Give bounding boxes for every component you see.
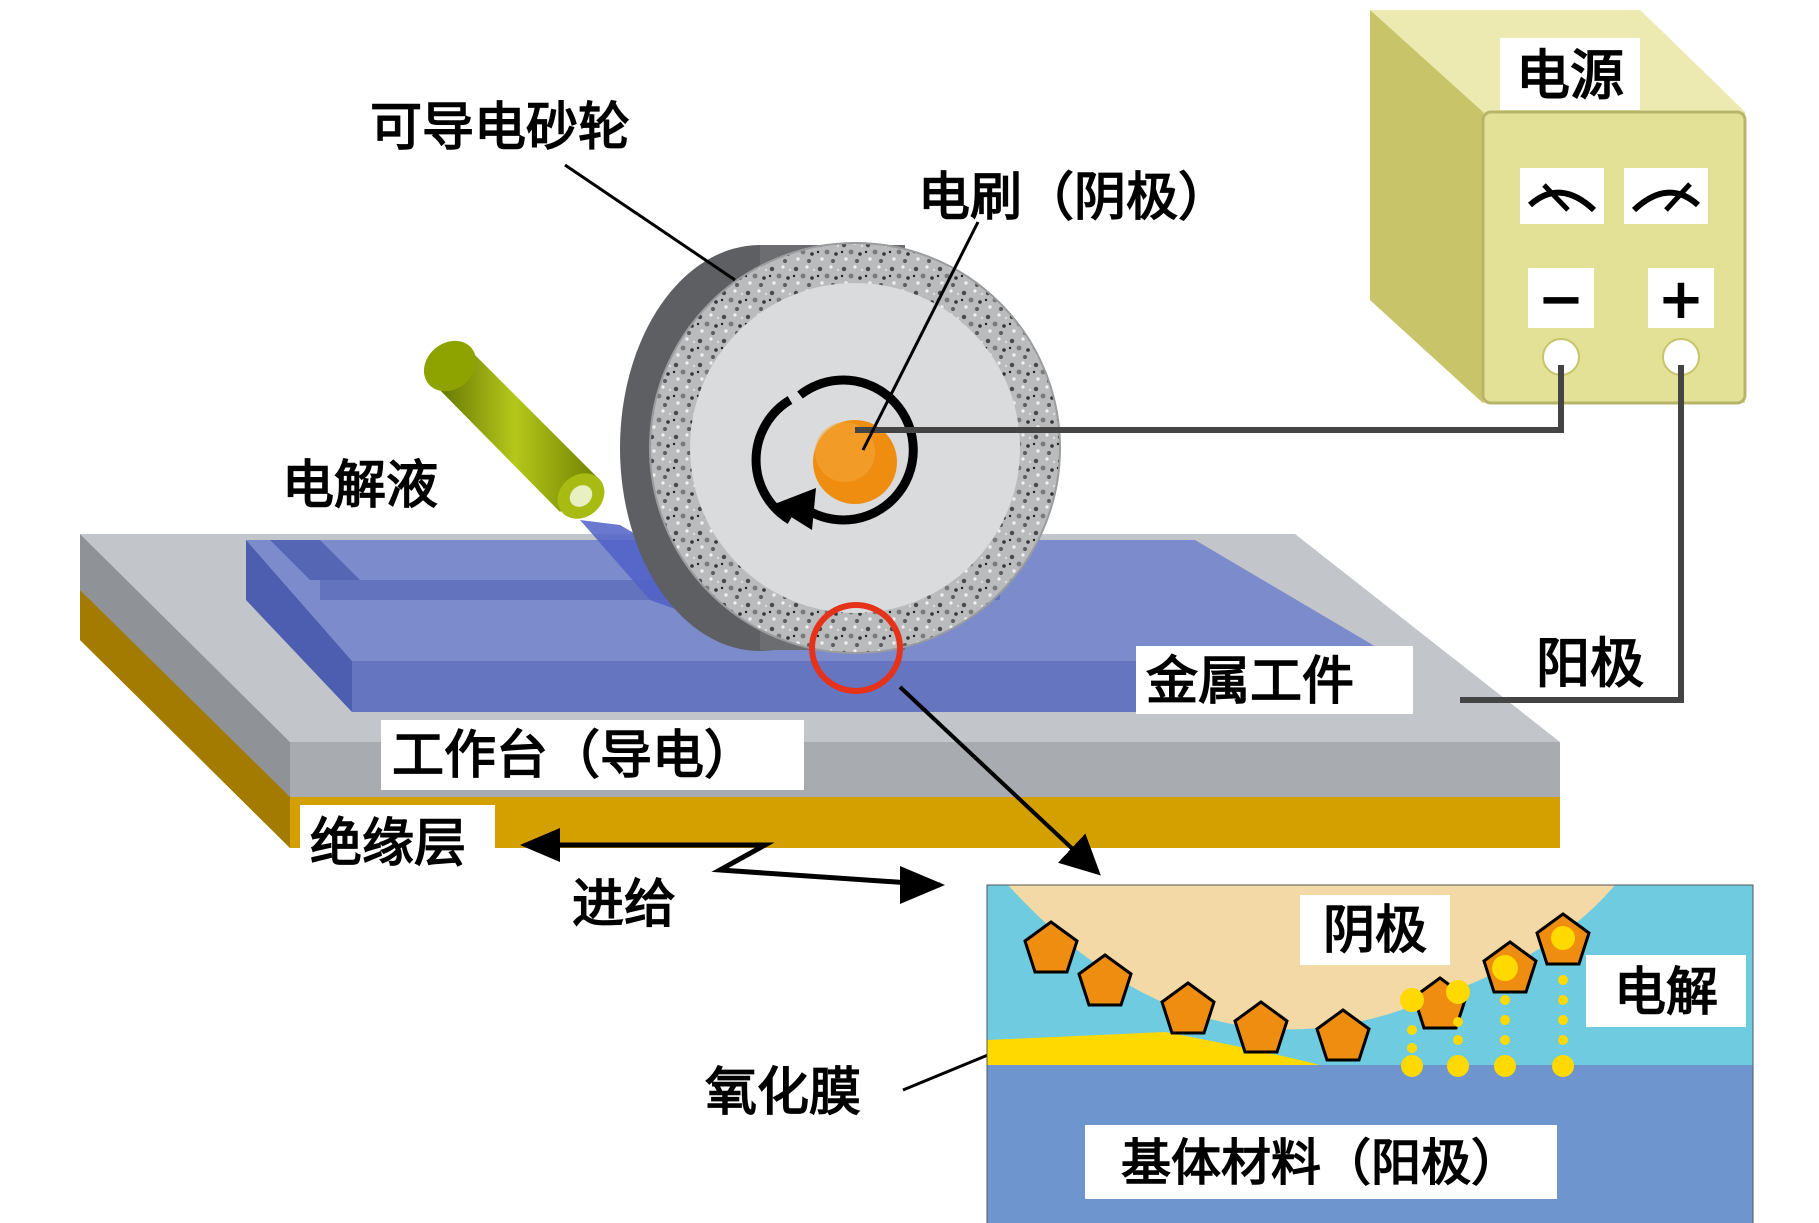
meter-right-icon xyxy=(1624,168,1708,224)
label-grinding-wheel: 可导电砂轮 xyxy=(370,98,630,158)
leader-lines xyxy=(564,163,1101,1092)
label-insulation: 绝缘层 xyxy=(310,814,466,874)
label-electrolyte: 电解液 xyxy=(282,456,438,516)
label-workpiece: 金属工件 xyxy=(1145,652,1354,712)
label-inset-electrolysis: 电解 xyxy=(1614,963,1718,1023)
conductive-grinding-wheel xyxy=(620,242,1061,694)
highlight-ring xyxy=(809,602,903,694)
label-feed: 进给 xyxy=(572,875,676,935)
label-table: 工作台（导电） xyxy=(392,726,756,786)
label-oxide-film: 氧化膜 xyxy=(705,1063,861,1123)
label-plus: + xyxy=(1658,267,1705,332)
label-brush: 电刷（阴极） xyxy=(918,168,1230,228)
wiring xyxy=(855,365,1684,703)
label-power-supply: 电源 xyxy=(1516,44,1624,107)
oxide-film xyxy=(987,1032,1320,1065)
label-inset-cathode: 阴极 xyxy=(1323,901,1427,961)
label-anode: 阳极 xyxy=(1536,632,1644,695)
electrolyte-nozzle xyxy=(423,340,605,519)
rotation-arrow-icon xyxy=(797,375,918,525)
power-supply xyxy=(1370,10,1747,405)
inset-detail xyxy=(987,885,1753,1223)
meter-left-icon xyxy=(1520,168,1604,224)
feed-arrow-icon xyxy=(520,828,945,904)
label-minus: − xyxy=(1538,267,1585,332)
label-substrate: 基体材料（阳极） xyxy=(1121,1134,1521,1192)
electrolysis-bubbles xyxy=(1400,926,1575,1077)
